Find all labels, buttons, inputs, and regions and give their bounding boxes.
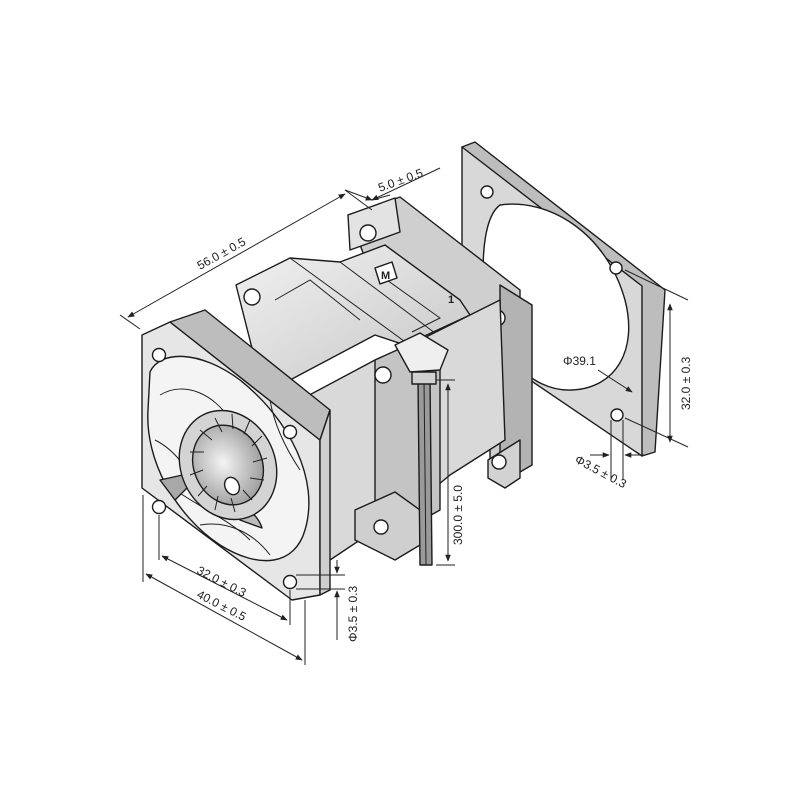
guard-hole-diameter-label: Φ3.5 ± 0.3	[573, 452, 629, 491]
guard-hole-bottom-right	[610, 408, 624, 422]
dimension-guard-thickness: 5.0 ± 0.5	[344, 166, 441, 201]
top-left-mount-hole	[243, 288, 261, 306]
dimension-guard-hole-spacing: 32.0 ± 0.3	[624, 269, 693, 448]
dimension-cable-length: 300.0 ± 5.0	[436, 379, 465, 566]
front-frame	[141, 309, 331, 601]
guard-thickness-label: 5.0 ± 0.5	[376, 166, 425, 195]
logo-mark: M	[381, 270, 390, 282]
guard-hole-top-left	[480, 185, 494, 199]
mid-top-hole	[374, 366, 392, 384]
dimension-inner-diameter: Φ39.1	[563, 354, 633, 393]
dimension-front-hole-diameter: Φ3.5 ± 0.3	[296, 560, 360, 642]
cable	[411, 371, 437, 566]
rear-top-hole	[359, 224, 377, 242]
rotor-1-mark: 1	[448, 294, 454, 306]
guard-hole-spacing-label: 32.0 ± 0.3	[679, 356, 693, 410]
guard-hole-top-right	[609, 261, 623, 275]
front-hole-top-left	[151, 347, 167, 363]
fan-hub	[191, 424, 265, 506]
rear-right-hole-bottom	[491, 454, 507, 470]
front-hole-diameter-label: Φ3.5 ± 0.3	[346, 585, 360, 642]
front-hole-bottom-left	[151, 499, 167, 515]
front-hole-top-right	[282, 424, 298, 440]
logo-badge	[374, 261, 398, 285]
inner-diameter-label: Φ39.1	[563, 354, 596, 368]
cable-length-label: 300.0 ± 5.0	[451, 485, 465, 545]
front-hole-bottom-right	[282, 574, 298, 590]
